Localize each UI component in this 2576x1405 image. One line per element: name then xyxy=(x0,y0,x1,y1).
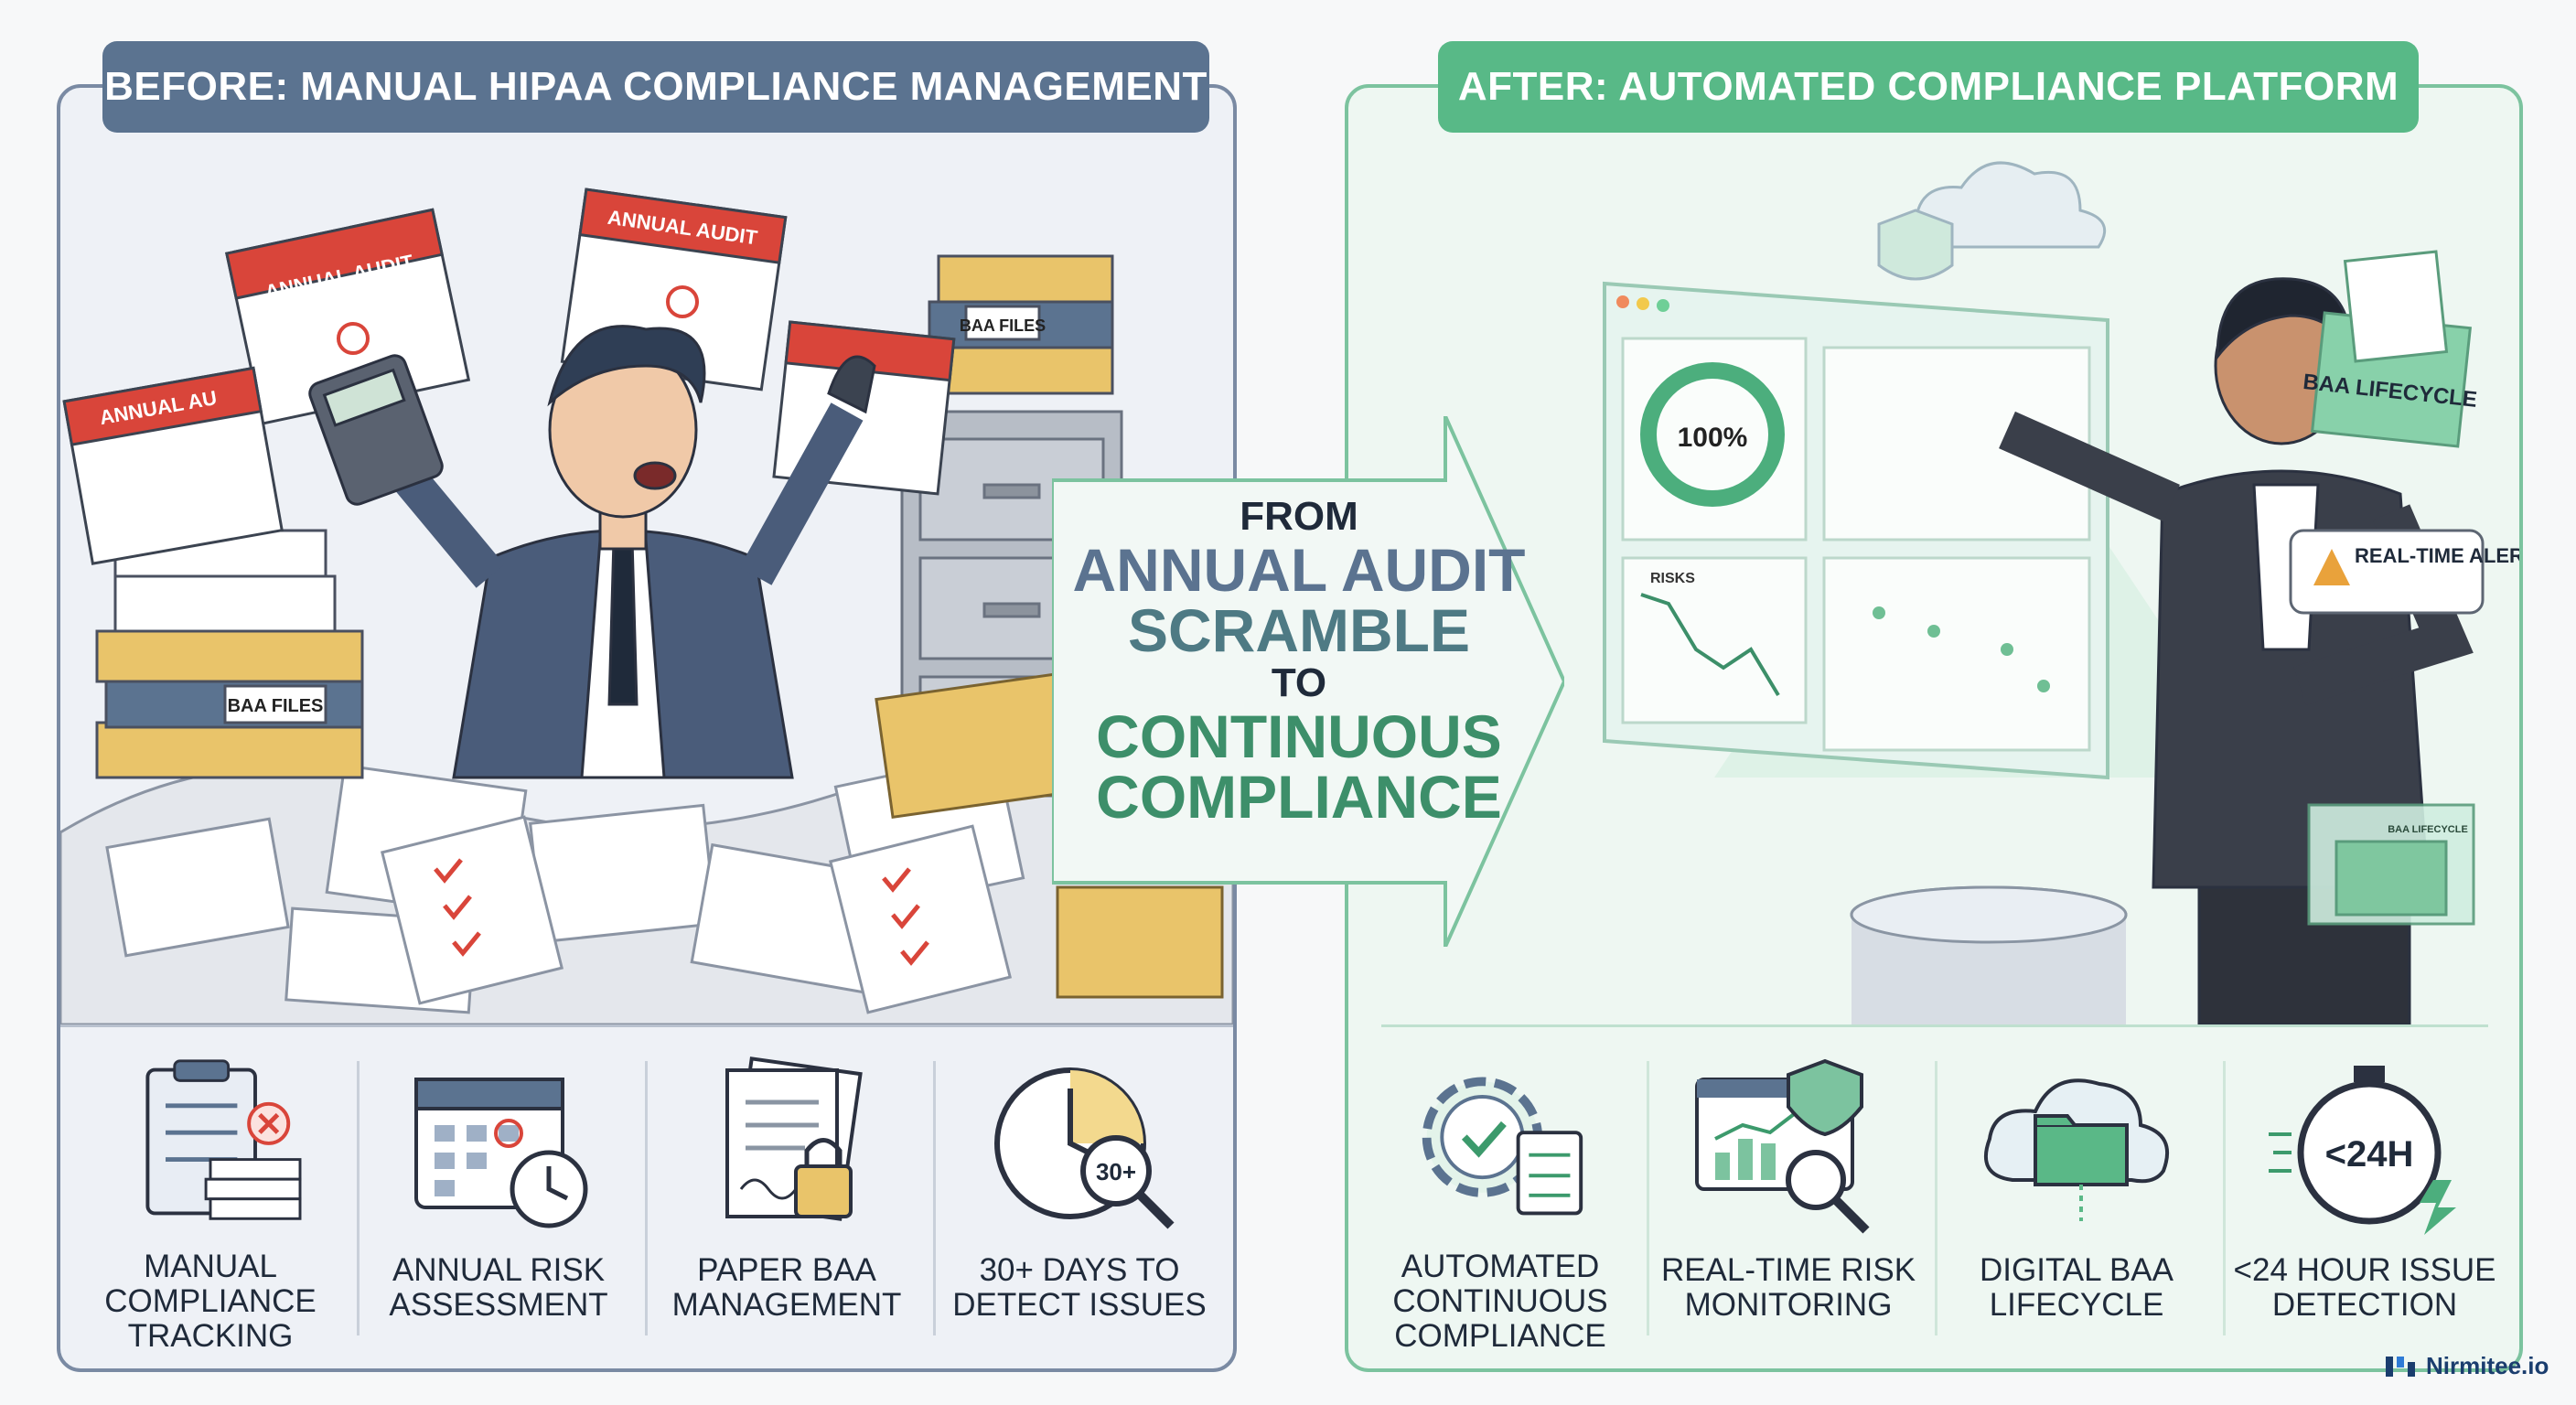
before-illustration: BAA FILES BAA FILES ANNUAL A xyxy=(60,188,1233,1024)
separator xyxy=(645,1061,648,1335)
transition-line1: ANNUAL AUDIT xyxy=(1072,536,1526,604)
feature-label: PAPER BAA MANAGEMENT xyxy=(671,1252,902,1323)
badge-text: 30+ xyxy=(1096,1158,1136,1185)
transition-arrow xyxy=(1052,416,1564,947)
cloud-folder-icon xyxy=(1984,1078,2169,1221)
feature-annual-risk: ANNUAL RISK ASSESSMENT xyxy=(357,1052,640,1354)
transition-line3: CONTINUOUS xyxy=(1096,702,1502,770)
feature-detect-issues: 30+ 30+ DAYS TO DETECT ISSUES xyxy=(938,1052,1221,1354)
compliance-score: 100% xyxy=(1678,423,1748,453)
feature-label: REAL-TIME RISK MONITORING xyxy=(1660,1252,1916,1323)
brand-logo: Nirmitee.io xyxy=(2384,1352,2549,1380)
risks-label: RISKS xyxy=(1650,571,1695,586)
transition-text: FROM ANNUAL AUDIT SCRAMBLE TO CONTINUOUS… xyxy=(1043,494,1555,827)
feature-manual-tracking: MANUAL COMPLIANCE TRACKING xyxy=(69,1052,352,1354)
from-label: FROM xyxy=(1240,494,1358,539)
feature-automated: AUTOMATED CONTINUOUS COMPLIANCE xyxy=(1358,1052,1642,1354)
feature-label: <24 HOUR ISSUE DETECTION xyxy=(2233,1252,2496,1323)
brand-mark-icon xyxy=(2386,1356,2415,1377)
feature-risk-monitoring: REAL-TIME RISK MONITORING xyxy=(1647,1052,1930,1354)
separator xyxy=(357,1061,360,1335)
transition-line2: SCRAMBLE xyxy=(1128,596,1470,664)
feature-label: AUTOMATED CONTINUOUS COMPLIANCE xyxy=(1392,1249,1608,1354)
separator xyxy=(2223,1061,2226,1335)
feature-digital-baa: DIGITAL BAA LIFECYCLE xyxy=(1935,1052,2218,1354)
feature-paper-baa: PAPER BAA MANAGEMENT xyxy=(645,1052,928,1354)
gear-checklist-icon xyxy=(1422,1077,1583,1216)
baa-folder-card xyxy=(2310,250,2473,448)
after-header: AFTER: AUTOMATED COMPLIANCE PLATFORM xyxy=(1438,41,2419,133)
calendar xyxy=(62,188,956,565)
cloud-shield-icon xyxy=(1877,161,2107,281)
before-divider xyxy=(60,1024,1233,1027)
after-illustration: 100% RISKS BAA LIFECYCLE REAL-TIME ALERT… xyxy=(1603,161,2519,1024)
separator xyxy=(1647,1061,1649,1335)
calendar-clock-icon xyxy=(414,1078,588,1228)
dashboard-shield-icon xyxy=(1695,1058,1870,1234)
folder-tag: BAA LIFECYCLE xyxy=(2388,824,2468,835)
binder-label: BAA FILES xyxy=(960,316,1046,335)
feature-issue-detection: <24H <24 HOUR ISSUE DETECTION xyxy=(2223,1052,2506,1354)
alerts-label: REAL-TIME ALERTS xyxy=(2355,544,2519,567)
separator xyxy=(1935,1061,1937,1335)
feature-label: DIGITAL BAA LIFECYCLE xyxy=(1980,1252,2174,1323)
badge-text: <24H xyxy=(2325,1134,2414,1174)
feature-label: MANUAL COMPLIANCE TRACKING xyxy=(104,1249,317,1354)
checklist-paper xyxy=(380,815,1013,1014)
paper-lock-icon xyxy=(725,1056,863,1221)
clipboard-stack-icon xyxy=(145,1059,302,1220)
after-divider xyxy=(1381,1024,2488,1027)
before-header: BEFORE: MANUAL HIPAA COMPLIANCE MANAGEME… xyxy=(102,41,1209,133)
binder-label: BAA FILES xyxy=(228,696,324,716)
separator xyxy=(933,1061,936,1335)
transition-line4: COMPLIANCE xyxy=(1096,763,1502,831)
floating-folder xyxy=(2307,803,2475,926)
feature-label: ANNUAL RISK ASSESSMENT xyxy=(389,1252,608,1323)
to-label: TO xyxy=(1271,660,1327,705)
brand-name: Nirmitee.io xyxy=(2426,1352,2549,1379)
clock-magnifier-icon: 30+ xyxy=(994,1067,1175,1229)
feature-label: 30+ DAYS TO DETECT ISSUES xyxy=(952,1252,1207,1323)
stopwatch-icon: <24H xyxy=(2269,1066,2456,1235)
stressed-man xyxy=(308,325,876,779)
dashboard-window xyxy=(1603,281,2109,780)
alert-callout xyxy=(2289,529,2485,615)
